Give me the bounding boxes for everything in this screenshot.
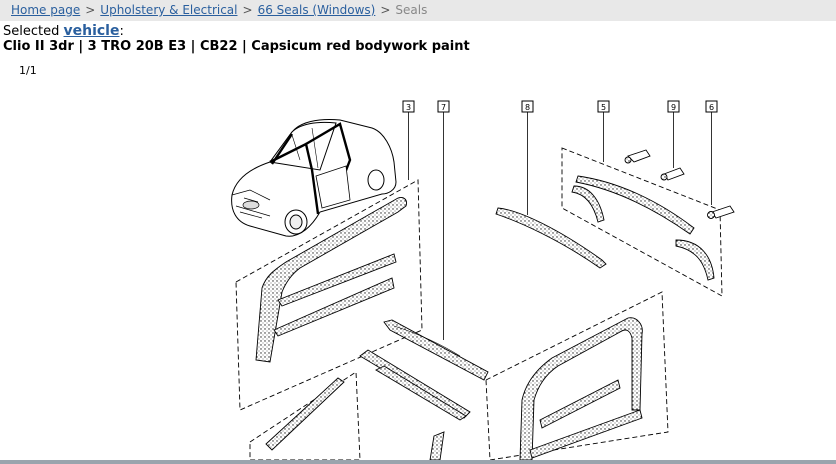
part-7-window-seal[interactable]	[383, 319, 489, 381]
callout-6[interactable]: 6	[705, 100, 718, 205]
selected-vehicle-heading: Selected vehicle:	[3, 22, 124, 41]
callout-3[interactable]: 3	[402, 100, 415, 180]
part-3-window-frame-seal[interactable]	[255, 197, 407, 363]
callout-6-label: 6	[709, 103, 714, 112]
lower-left-seal-assembly[interactable]	[265, 377, 445, 461]
vehicle-description: Clio II 3dr | 3 TRO 20B E3 | CB22 | Caps…	[3, 39, 470, 54]
callout-5[interactable]: 5	[597, 100, 610, 162]
part-6-clip[interactable]	[707, 205, 735, 219]
lower-door-seal-assembly[interactable]	[359, 317, 643, 461]
callout-3-label: 3	[406, 103, 411, 112]
part-5-curved-seals[interactable]	[571, 175, 715, 281]
callout-7-label: 7	[441, 103, 446, 112]
callout-9-label: 9	[671, 103, 676, 112]
breadcrumb-home-link[interactable]: Home page	[11, 3, 81, 17]
callout-8[interactable]: 8	[521, 100, 534, 215]
breadcrumb-upholstery-link[interactable]: Upholstery & Electrical	[100, 3, 238, 17]
breadcrumb-separator: >	[242, 3, 253, 17]
window-bottom-edge	[0, 460, 836, 464]
callout-5-label: 5	[601, 103, 606, 112]
page-counter: 1/1	[19, 64, 37, 77]
part-8-roof-seal[interactable]	[495, 207, 607, 269]
vehicle-link[interactable]: vehicle	[63, 23, 120, 39]
car-illustration	[231, 119, 397, 237]
part-9-clips[interactable]	[624, 149, 685, 181]
callout-7[interactable]: 7	[437, 100, 450, 340]
callout-9[interactable]: 9	[667, 100, 680, 168]
breadcrumb: Home page > Upholstery & Electrical >66 Sea…	[0, 0, 836, 21]
breadcrumb-separator: >	[85, 3, 96, 17]
breadcrumb-seals-windows-link[interactable]: 66 Seals (Windows)	[257, 3, 376, 17]
selected-suffix: :	[119, 24, 124, 39]
selected-prefix: Selected	[3, 24, 60, 39]
breadcrumb-current: Seals	[395, 3, 428, 17]
breadcrumb-separator: >	[380, 3, 391, 17]
callout-8-label: 8	[525, 103, 530, 112]
